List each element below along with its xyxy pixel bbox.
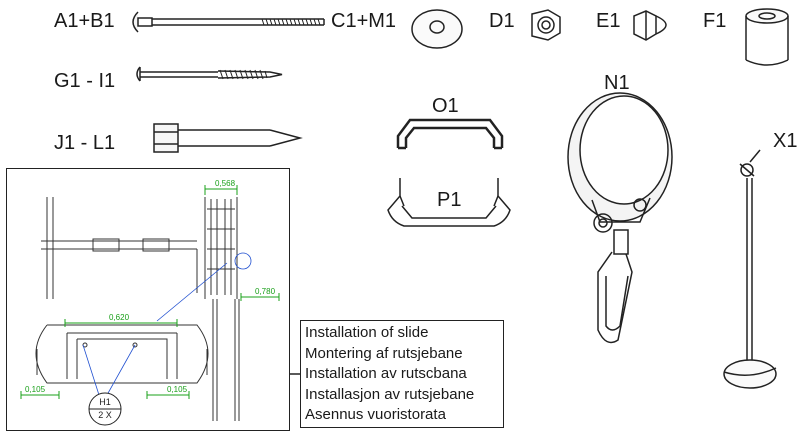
- label-x1: X1: [773, 130, 798, 152]
- label-c1-m1: C1+M1: [331, 10, 397, 32]
- label-g1-i1: G1 - I1: [54, 70, 116, 92]
- installation-caption: Installation of slide Montering af rutsj…: [300, 320, 504, 428]
- dim-left-small: 0,105: [25, 385, 46, 394]
- bracket-o1: [396, 118, 504, 150]
- washer-c1-m1: [411, 9, 463, 49]
- caption-line-fi: Asennus vuoristorata: [305, 406, 446, 423]
- dim-width-top: 0,568: [215, 179, 236, 188]
- slide-installation-detail: 0,568 0,780 0,620 0,105 0,105 H1 2 X: [6, 168, 290, 431]
- dim-right-small: 0,105: [167, 385, 188, 394]
- slide-detail-drawing: [20, 185, 280, 426]
- ground-anchor-x1: [723, 149, 777, 389]
- label-p1: P1: [437, 189, 462, 211]
- bolt-threads: [261, 18, 321, 26]
- label-e1: E1: [596, 10, 621, 32]
- caption-line-no: Installasjon av rutsjebane: [305, 385, 475, 403]
- caption-line-da: Montering af rutsjebane: [305, 344, 463, 362]
- label-a1-b1: A1+B1: [54, 10, 115, 32]
- spacer-sleeve-f1: [745, 8, 789, 66]
- dim-width-detail: 0,620: [109, 313, 130, 322]
- carriage-bolt-a1-b1: [132, 11, 325, 33]
- label-j1-l1: J1 - L1: [54, 132, 116, 154]
- label-n1: N1: [604, 72, 630, 94]
- caption-line-en: Installation of slide: [305, 324, 429, 341]
- label-o1: O1: [432, 95, 459, 117]
- cap-nut-e1: [633, 10, 667, 41]
- quantity-label: 2 X: [98, 410, 112, 420]
- part-ref-h1: H1: [99, 397, 111, 407]
- caption-line-sv: Installation av rutscbana: [305, 365, 467, 382]
- bracket-p1: [387, 178, 511, 227]
- label-f1: F1: [703, 10, 727, 32]
- hex-nut-d1: [531, 9, 561, 41]
- lag-screw-g1-i1: [136, 66, 283, 82]
- dim-side: 0,780: [255, 287, 276, 296]
- swing-hanger-n1: [567, 92, 673, 344]
- hex-bolt-j1-l1: [153, 123, 303, 153]
- lag-screw-threads: [219, 69, 268, 80]
- label-d1: D1: [489, 10, 515, 32]
